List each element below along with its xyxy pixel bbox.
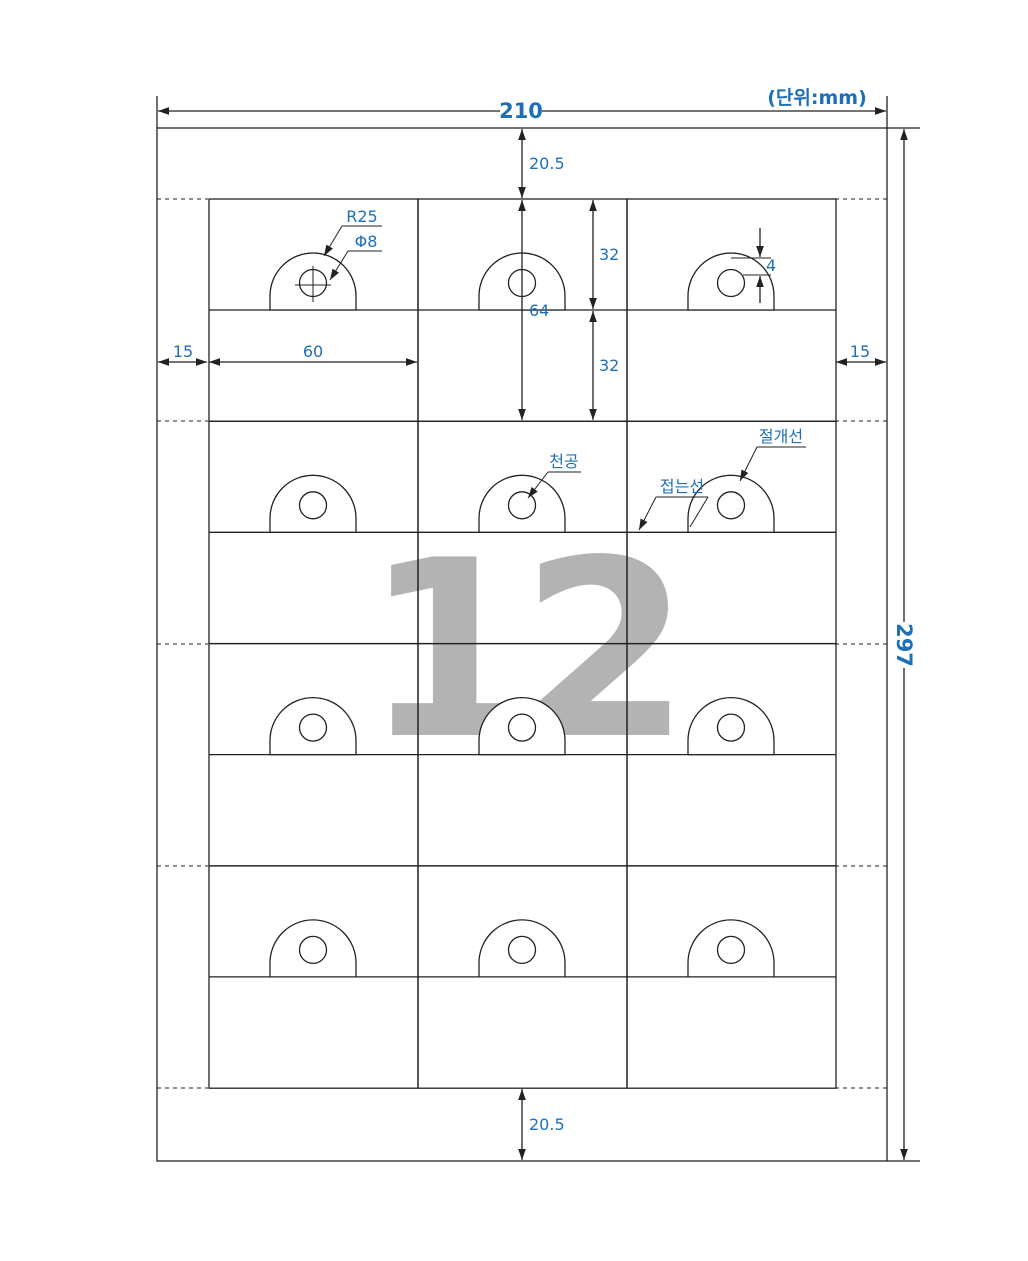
cut-line-label: 절개선 xyxy=(759,427,803,446)
dim-sheet-height: 297 xyxy=(887,127,920,1162)
punch-hole xyxy=(507,713,537,742)
fold-line-label: 접는선 xyxy=(660,477,704,496)
cut-line xyxy=(478,474,566,533)
punch-hole xyxy=(298,491,328,520)
label-grid xyxy=(208,198,837,1089)
punch-hole xyxy=(507,935,537,965)
cut-line xyxy=(269,919,357,978)
sheet-width-label: 210 xyxy=(499,99,543,123)
callout-fold-line: 접는선 xyxy=(638,477,709,531)
dim-right-margin: 15 xyxy=(836,342,886,366)
callout-cut-line: 절개선 xyxy=(739,427,806,482)
hole-offset-label: 4 xyxy=(766,256,776,275)
callout-diameter: Φ8 xyxy=(295,232,382,302)
callout-punch-hole: 천공 xyxy=(527,452,581,499)
radius-label: R25 xyxy=(346,207,377,226)
upper-half-label: 32 xyxy=(599,245,619,264)
punch-hole xyxy=(507,491,537,520)
punch-hole xyxy=(716,713,746,742)
cut-line xyxy=(687,252,775,311)
dim-label-width: 60 xyxy=(209,342,417,366)
callout-radius: R25 xyxy=(323,207,382,257)
cut-line xyxy=(478,697,566,756)
cut-line xyxy=(687,474,775,533)
right-margin-label: 15 xyxy=(850,342,870,361)
lower-half-label: 32 xyxy=(599,356,619,375)
punch-hole xyxy=(716,935,746,965)
unit-label: (단위:mm) xyxy=(767,87,867,109)
dim-sheet-width: 210 xyxy=(156,96,888,128)
cut-line xyxy=(687,919,775,978)
top-margin-label: 20.5 xyxy=(529,154,565,173)
left-margin-label: 15 xyxy=(173,342,193,361)
punch-hole xyxy=(298,935,328,965)
dim-top-margin: 20.5 xyxy=(518,129,565,198)
dim-label-halves: 32 32 xyxy=(589,200,619,420)
cut-line xyxy=(269,474,357,533)
cut-line xyxy=(269,697,357,756)
punch-hole xyxy=(298,713,328,742)
dim-bottom-margin: 20.5 xyxy=(518,1089,565,1160)
dim-hole-offset: 4 xyxy=(731,228,776,303)
row-guide-lines xyxy=(157,198,887,1089)
punch-hole-label: 천공 xyxy=(549,452,578,471)
label-width-label: 60 xyxy=(303,342,323,361)
cut-line xyxy=(687,697,775,756)
sheet-height-label: 297 xyxy=(892,623,916,667)
punch-hole xyxy=(716,268,746,298)
label-height-label: 64 xyxy=(529,301,549,320)
bottom-margin-label: 20.5 xyxy=(529,1115,565,1134)
diameter-label: Φ8 xyxy=(355,232,378,251)
punch-hole xyxy=(716,491,746,520)
dim-label-height: 64 xyxy=(518,200,549,420)
cut-line xyxy=(478,919,566,978)
dim-left-margin: 15 xyxy=(158,342,207,366)
